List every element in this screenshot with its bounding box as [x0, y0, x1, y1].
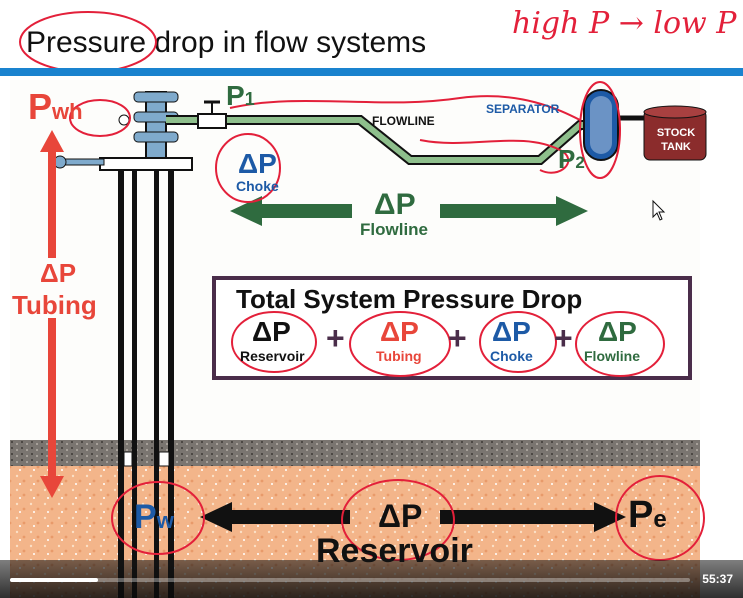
reservoir-term-circle — [231, 311, 317, 373]
p1-p: P — [226, 80, 245, 111]
packer-right — [158, 451, 170, 467]
slide-title-text: Pressure drop in flow systems — [26, 26, 427, 59]
p2-label: P2 — [558, 144, 585, 175]
choke-valve — [197, 113, 227, 129]
video-progress-fill — [10, 578, 99, 582]
choke-term-circle — [479, 311, 557, 373]
reservoir-arrow-right — [440, 502, 626, 532]
reservoir-dp: ΔP — [378, 498, 423, 534]
figure-svg — [10, 80, 707, 598]
pw-p: P — [134, 498, 157, 536]
tubing-dp: ΔP — [40, 258, 77, 288]
slide-title: Pressure drop in flow systems — [26, 26, 426, 60]
p2-sub: 2 — [575, 153, 585, 172]
pressure-gauge-icon — [118, 114, 130, 126]
eq-term-flowline-label: Flowline — [584, 348, 640, 364]
p1-sub: 1 — [244, 89, 255, 109]
video-progress-track[interactable] — [10, 578, 690, 582]
tubing-arrow-down — [40, 318, 64, 498]
flowline-dp-label: Flowline — [360, 220, 428, 239]
eq-term-reservoir-dp: ΔP — [252, 316, 291, 347]
eq-plus-1: + — [326, 320, 345, 356]
flowline-scribble-annotation — [229, 95, 581, 121]
equation-frame — [212, 276, 692, 380]
valve-1 — [133, 91, 179, 103]
p2-p: P — [558, 144, 576, 174]
casing-right-outer — [168, 170, 174, 598]
reservoir-arrow-left — [200, 502, 350, 532]
pe-p: P — [628, 494, 654, 536]
tubing-dp-label: Tubing — [12, 290, 97, 320]
tubing-right-wall — [154, 170, 159, 598]
separator-circle-annotation — [579, 81, 621, 179]
pressure-drop-figure: Pwh P1 FLOWLINE SEPARATOR STOCK TANK P2 … — [0, 80, 743, 598]
packer-left — [123, 451, 133, 467]
title-rule — [0, 68, 743, 76]
pe-sub: e — [653, 506, 667, 533]
pe-label: Pe — [628, 494, 667, 537]
caprock-layer — [10, 440, 700, 466]
video-timecode: 55:37 — [702, 572, 733, 586]
choke-dp: ΔP — [238, 148, 277, 179]
pw-sub: w — [156, 508, 174, 533]
tubing-term-circle — [349, 311, 451, 377]
video-controls-bar — [0, 560, 743, 598]
eq-term-tubing-dp: ΔP — [380, 316, 419, 347]
pw-label: Pw — [134, 498, 174, 537]
flowline-pipe — [166, 117, 590, 163]
choke-dp-label: Choke — [236, 178, 279, 194]
flowline-dp: ΔP — [374, 188, 416, 221]
pw-circle-annotation — [111, 481, 205, 555]
eq-term-reservoir-label: Reservoir — [240, 348, 305, 364]
flowline-arrow-left — [230, 196, 352, 226]
flowline-term-circle — [575, 311, 665, 377]
separator-vessel — [583, 89, 619, 161]
tubing-arrow-up — [40, 130, 64, 258]
separator-tag: SEPARATOR — [486, 102, 560, 116]
eq-term-choke-dp: ΔP — [492, 316, 531, 347]
flowline-arrow-right — [440, 196, 588, 226]
flowline-tag: FLOWLINE — [372, 114, 435, 128]
eq-plus-2: + — [448, 320, 467, 356]
p1-label: P1 — [226, 80, 255, 112]
eq-term-choke-label: Choke — [490, 348, 533, 364]
equation-title: Total System Pressure Drop — [236, 284, 583, 314]
flowline-scribble-annotation-2 — [419, 139, 570, 174]
title-circle-annotation — [19, 11, 157, 73]
eq-plus-3: + — [554, 320, 573, 356]
stock-tank-tag: STOCK TANK — [656, 127, 696, 153]
pwh-p: P — [28, 86, 53, 127]
stock-tank-top — [643, 105, 707, 119]
pwh-circle-annotation — [69, 99, 131, 137]
handwritten-note: high P → low P — [512, 6, 737, 41]
separator-shine — [590, 96, 612, 154]
wellhead — [53, 91, 193, 171]
wellbore — [118, 170, 174, 598]
pwh-label: Pwh — [28, 86, 83, 128]
eq-term-tubing-label: Tubing — [376, 348, 422, 364]
wellhead-flange — [99, 157, 193, 171]
eq-term-flowline-dp: ΔP — [598, 316, 637, 347]
choke-circle-annotation — [215, 133, 281, 203]
casing-left-outer — [118, 170, 124, 598]
pwh-sub: wh — [52, 99, 83, 124]
valve-3 — [133, 131, 179, 143]
tubing-left-wall — [132, 170, 137, 598]
mouse-cursor-icon — [652, 199, 666, 221]
